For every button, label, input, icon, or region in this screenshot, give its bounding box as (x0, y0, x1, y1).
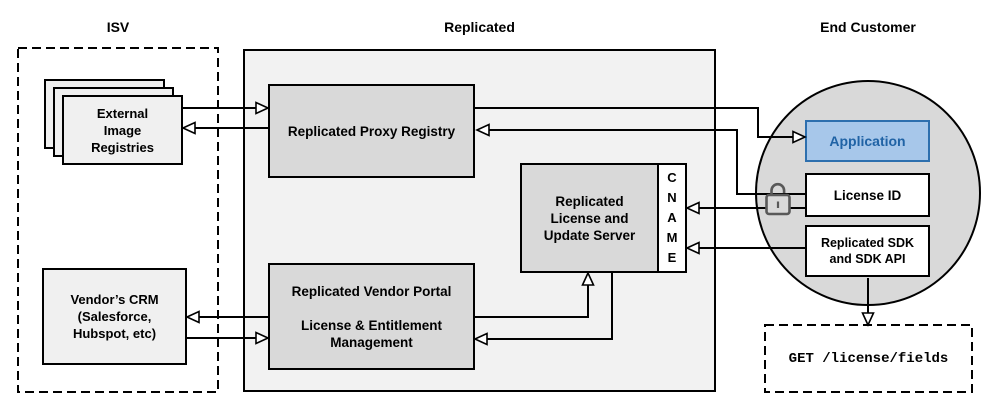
application-label: Application (829, 133, 906, 149)
cname-node: C N A M E (657, 163, 687, 273)
replicated-section-label: Replicated (444, 19, 515, 35)
license-id-label: License ID (833, 187, 902, 203)
application-node: Application (805, 120, 930, 162)
replicated-proxy-registry-label: Replicated Proxy Registry (287, 123, 456, 139)
isv-section-label: ISV (106, 19, 130, 35)
get-license-fields-label: GET /license/fields (788, 350, 949, 367)
license-id-node: License ID (805, 173, 930, 217)
cname-label: C N A M E (666, 170, 678, 265)
replicated-license-update-server-label: Replicated License and Update Server (543, 193, 636, 243)
replicated-vendor-portal-label: Replicated Vendor Portal License & Entit… (291, 283, 452, 350)
vendors-crm-label: Vendor’s CRM (Salesforce, Hubspot, etc) (70, 292, 159, 341)
replicated-proxy-registry-node: Replicated Proxy Registry (268, 84, 475, 178)
replicated-license-update-server-node: Replicated License and Update Server (520, 163, 659, 273)
vendors-crm-node: Vendor’s CRM (Salesforce, Hubspot, etc) (42, 268, 187, 365)
get-license-fields-box: GET /license/fields (765, 325, 972, 392)
replicated-sdk-node: Replicated SDK and SDK API (805, 225, 930, 277)
external-image-registries-node: External Image Registries (62, 95, 183, 165)
replicated-sdk-label: Replicated SDK and SDK API (820, 236, 915, 266)
external-image-registries-label: External Image Registries (91, 105, 154, 155)
replicated-vendor-portal-node: Replicated Vendor Portal License & Entit… (268, 263, 475, 370)
end-customer-section-label: End Customer (820, 19, 916, 35)
